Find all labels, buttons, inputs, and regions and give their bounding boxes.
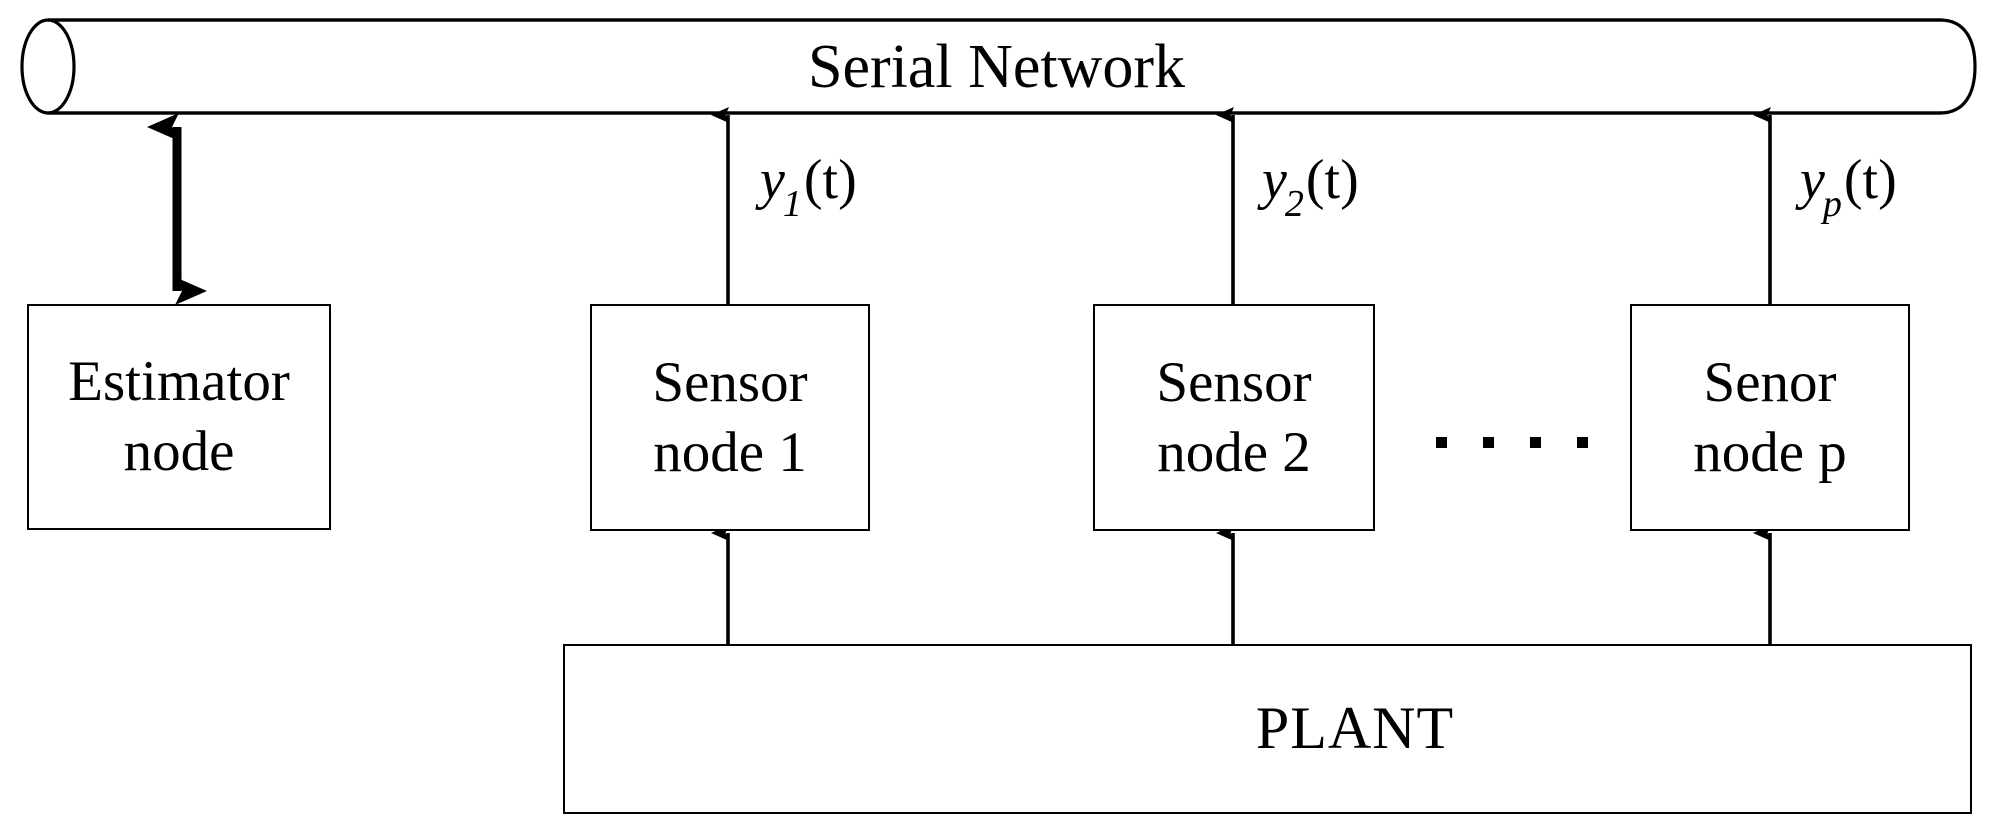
ellipsis-dot: [1577, 437, 1588, 448]
sensor-node-1[interactable]: Sensor node 1: [590, 304, 870, 531]
signal-base-y2: y: [1262, 149, 1287, 211]
estimator-node-line2: node: [123, 420, 235, 483]
sensor-node-p-line1: Senor: [1703, 350, 1837, 414]
ellipsis-dots: [1436, 437, 1588, 448]
serial-network-bus: [20, 18, 1977, 115]
signal-arg-y2: (t): [1305, 149, 1359, 211]
ellipsis-dot: [1436, 437, 1447, 448]
signal-label-yp: yp(t): [1800, 149, 1897, 223]
plant-block[interactable]: PLANT: [563, 644, 1972, 814]
sensor-node-p[interactable]: Senor node p: [1630, 304, 1910, 531]
estimator-node-line1: Estimator: [68, 350, 290, 414]
signal-sub-y2: 2: [1284, 183, 1304, 226]
plant-label: PLANT: [1255, 695, 1455, 762]
signal-sub-y1: 1: [782, 183, 802, 226]
sensor-node-p-line2: node p: [1693, 420, 1847, 484]
sensor-node-2-line2: node 2: [1157, 420, 1311, 484]
sensor-node-2[interactable]: Sensor node 2: [1093, 304, 1375, 531]
signal-label-y1: y1(t): [760, 149, 857, 223]
signal-base-yp: y: [1800, 149, 1825, 211]
ellipsis-dot: [1483, 437, 1494, 448]
serial-network-label: Serial Network: [807, 33, 1186, 101]
signal-base-y1: y: [760, 149, 785, 211]
signal-sub-yp: p: [1822, 183, 1842, 226]
ellipsis-dot: [1530, 437, 1541, 448]
signal-arg-y1: (t): [803, 149, 857, 211]
sensor-node-1-line1: Sensor: [652, 350, 808, 414]
sensor-node-1-line2: node 1: [653, 420, 807, 484]
estimator-node[interactable]: Estimator node: [27, 304, 331, 530]
signal-arg-yp: (t): [1843, 149, 1897, 211]
sensor-node-2-line1: Sensor: [1156, 350, 1312, 414]
signal-label-y2: y2(t): [1262, 149, 1359, 223]
